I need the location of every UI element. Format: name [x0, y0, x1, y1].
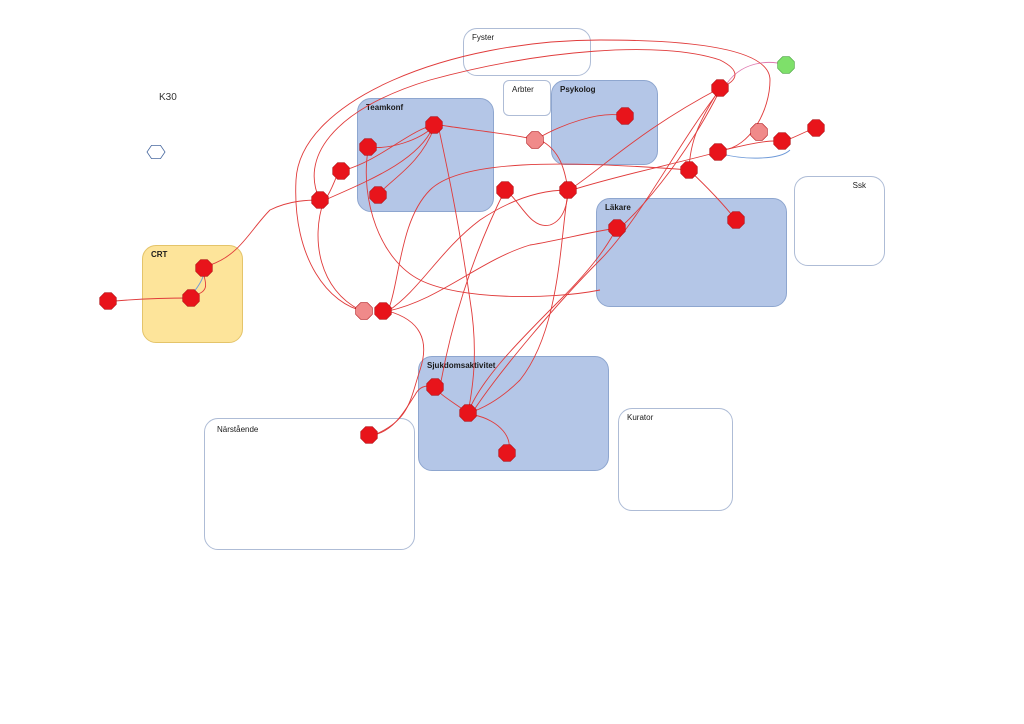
process-node-4[interactable] — [332, 162, 350, 180]
connector-27 — [504, 189, 569, 226]
connector-35 — [367, 125, 435, 148]
process-node-24[interactable] — [459, 404, 477, 422]
connector-14 — [295, 39, 771, 312]
zone-lakare[interactable]: Läkare — [596, 198, 787, 307]
connector-10 — [621, 89, 721, 227]
connector-8 — [571, 87, 721, 189]
connector-13 — [723, 62, 787, 89]
connector-2 — [209, 199, 321, 266]
zone-label: Läkare — [605, 203, 631, 212]
connector-18 — [467, 227, 618, 414]
process-node-10[interactable] — [559, 181, 577, 199]
process-node-13[interactable] — [727, 211, 745, 229]
process-node-14[interactable] — [680, 161, 698, 179]
connector-20 — [439, 189, 506, 388]
zone-label: Arbter — [512, 85, 534, 94]
process-node-22[interactable] — [374, 302, 392, 320]
zone-label: CRT — [151, 250, 168, 259]
connector-0 — [114, 297, 192, 302]
connector-11 — [723, 140, 783, 151]
connector-37 — [688, 169, 737, 221]
zone-psykolog[interactable]: Psykolog — [551, 80, 658, 165]
connector-30 — [313, 49, 736, 201]
process-node-19[interactable] — [807, 119, 825, 137]
zone-arbter[interactable]: Arbter — [503, 80, 551, 116]
hexagon-node-27[interactable] — [146, 144, 166, 160]
process-node-23[interactable] — [426, 378, 444, 396]
connector-24 — [373, 310, 425, 436]
node-group — [99, 56, 825, 462]
process-node-3[interactable] — [311, 191, 329, 209]
zone-label: Psykolog — [560, 85, 596, 94]
zone-label: Närstående — [217, 425, 259, 434]
process-node-17[interactable] — [750, 123, 768, 141]
process-node-9[interactable] — [526, 131, 544, 149]
connector-36 — [534, 114, 626, 141]
process-node-0[interactable] — [99, 292, 117, 310]
process-node-16[interactable] — [709, 143, 727, 161]
zone-narstaende[interactable]: Närstående — [204, 418, 415, 550]
connector-6 — [439, 124, 536, 141]
process-node-25[interactable] — [498, 444, 516, 462]
process-node-20[interactable] — [777, 56, 795, 74]
process-node-18[interactable] — [773, 132, 791, 150]
zone-kurator[interactable]: Kurator — [618, 408, 733, 511]
zone-ssk[interactable]: Ssk — [794, 176, 885, 266]
connector-28 — [365, 149, 601, 298]
zone-label: Sjukdomsaktivitet — [427, 361, 496, 370]
process-node-7[interactable] — [425, 116, 443, 134]
zone-label: Kurator — [627, 413, 654, 422]
connector-31 — [467, 191, 569, 414]
connector-5 — [324, 124, 435, 201]
connector-16 — [387, 189, 569, 312]
connector-32 — [721, 149, 791, 159]
connector-9 — [571, 151, 719, 191]
connector-23 — [373, 385, 436, 436]
zone-label: Fyster — [472, 33, 495, 42]
connector-17 — [387, 163, 690, 312]
connector-29 — [688, 87, 721, 171]
process-node-1[interactable] — [195, 259, 213, 277]
diagram-title: K30 — [159, 92, 177, 103]
process-node-26[interactable] — [360, 426, 378, 444]
process-node-12[interactable] — [608, 219, 626, 237]
connector-4 — [344, 124, 435, 171]
connector-25 — [317, 199, 361, 311]
zone-label: Ssk — [852, 181, 866, 190]
process-node-11[interactable] — [616, 107, 634, 125]
process-node-21[interactable] — [355, 302, 373, 320]
connector-19 — [471, 89, 721, 414]
connector-group — [114, 39, 817, 454]
connector-26 — [437, 124, 475, 414]
zone-label: Teamkonf — [366, 103, 404, 112]
process-node-5[interactable] — [359, 138, 377, 156]
process-node-8[interactable] — [496, 181, 514, 199]
process-node-2[interactable] — [182, 289, 200, 307]
connector-15 — [387, 227, 618, 312]
process-node-15[interactable] — [711, 79, 729, 97]
process-node-6[interactable] — [369, 186, 387, 204]
